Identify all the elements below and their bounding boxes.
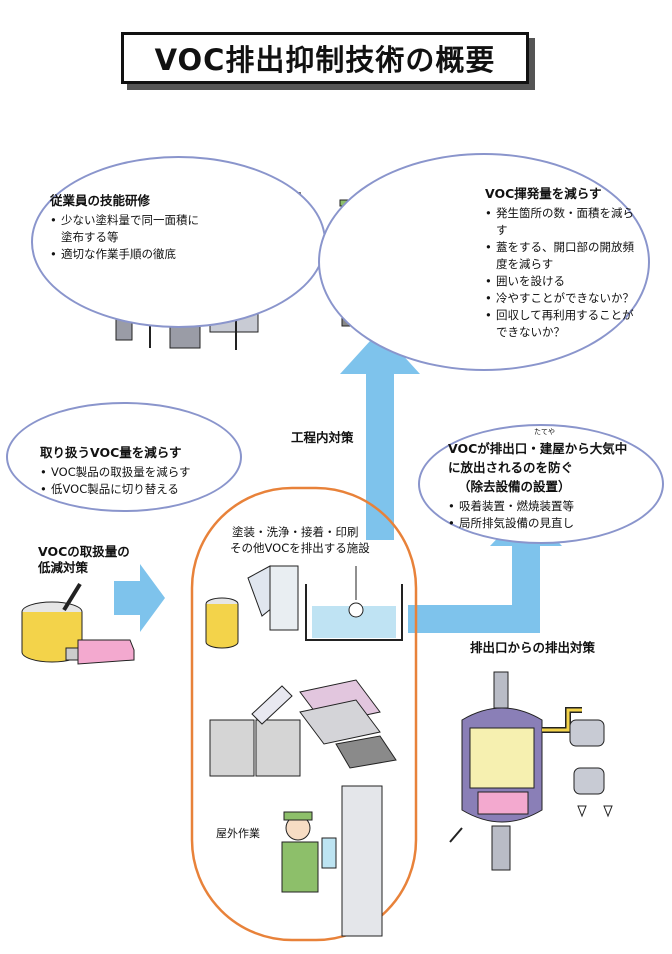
reduce-handling-item-1: VOC製品の取扱量を減らす [40,464,230,481]
paint-can-illustration [21,582,135,665]
exhaust-equipment-illustration [449,671,613,871]
reduce-emission-item-5: 回収して再利用することができないか？ [485,307,635,341]
label-facility-2: その他VOCを排出する施設 [230,541,370,555]
reduce-emission-heading: VOC揮発量を減らす [485,186,602,201]
prevent-release-heading-1: VOCが排出口・建屋から大気中 [448,441,628,456]
reduce-handling-heading: 取り扱うVOC量を減らす [40,445,182,460]
facility-glue-print [209,679,397,777]
prevent-release-heading-3: （除去設備の設置） [458,479,571,494]
reduce-emission-item-4: 冷やすことができないか？ [485,290,635,307]
label-handling-2: 低減対策 [38,560,89,575]
title-box: VOC排出抑制技術の概要 [121,32,529,84]
label-process: 工程内対策 [291,430,354,445]
arrow-handling-to-facility [114,564,165,632]
label-outdoor: 屋外作業 [216,827,260,840]
facility-wash-tank [305,566,403,641]
prevent-release-text: たてや VOCが排出口・建屋から大気中 に放出されるのを防ぐ （除去設備の設置）… [448,428,658,532]
reduce-emission-item-2: 蓋をする、開口部の開放頻度を減らす [485,239,635,273]
ruby-tateya: たてや [534,428,555,436]
reduce-handling-text: 取り扱うVOC量を減らす VOC製品の取扱量を減らす 低VOC製品に切り替える [40,442,230,498]
arrow-process-up [340,330,420,540]
prevent-release-item-1: 吸着装置・燃焼装置等 [448,498,658,515]
label-facility-1: 塗装・洗浄・接着・印刷 [232,525,359,539]
reduce-emission-item-1: 発生箇所の数・面積を減らす [485,205,635,239]
training-heading: 従業員の技能研修 [50,193,151,208]
training-item-1: 少ない塗料量で同一面積に塗布する等 [50,212,200,246]
prevent-release-heading-2: に放出されるのを防ぐ [448,460,574,475]
reduce-emission-item-3: 囲いを設ける [485,273,635,290]
reduce-handling-item-2: 低VOC製品に切り替える [40,481,230,498]
label-handling-1: VOCの取扱量の [38,544,130,559]
training-text: 従業員の技能研修 少ない塗料量で同一面積に塗布する等 適切な作業手順の徹底 [50,190,200,263]
reduce-emission-text: VOC揮発量を減らす 発生箇所の数・面積を減らす 蓋をする、開口部の開放頻度を減… [485,183,635,341]
prevent-release-item-2: 局所排気設備の見直し [448,515,658,532]
facility-paint-illustration [205,565,299,649]
training-item-2: 適切な作業手順の徹底 [50,246,200,263]
page-title: VOC排出抑制技術の概要 [154,43,496,77]
facility-oval [190,486,418,942]
outdoor-work-illustration [281,785,383,937]
label-exhaust: 排出口からの排出対策 [470,640,596,655]
